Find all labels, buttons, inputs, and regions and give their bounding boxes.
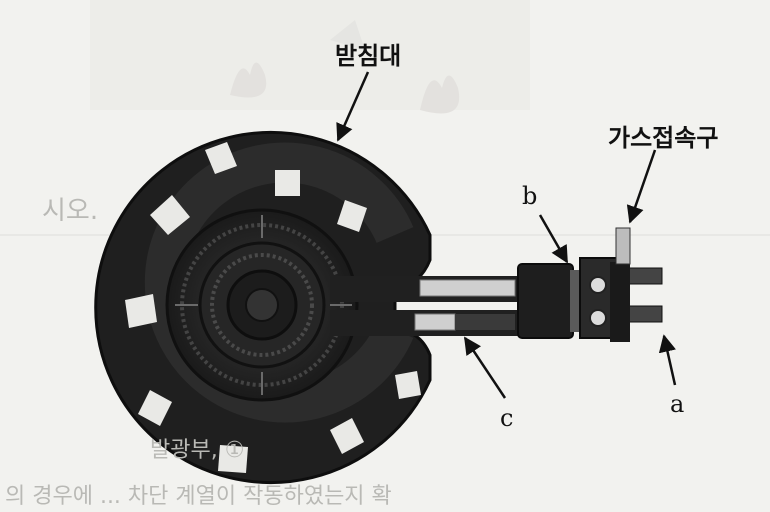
label-c: c bbox=[500, 404, 514, 432]
gas-pipes bbox=[330, 227, 663, 342]
gas-connector-arrow bbox=[626, 149, 657, 224]
label-stand: 받침대 bbox=[335, 42, 402, 70]
background-text-left: 시오. bbox=[42, 196, 99, 226]
annotation-arrows bbox=[336, 71, 677, 399]
c-arrow bbox=[463, 336, 507, 399]
burner-head bbox=[165, 208, 359, 402]
background-text-bottom: 의 경우에 ... 차단 계열이 작동하였는지 확 bbox=[5, 484, 392, 509]
label-a: a bbox=[670, 390, 685, 418]
stand-arrow bbox=[336, 71, 370, 142]
faded-background-illustration bbox=[0, 0, 770, 236]
a-arrow bbox=[658, 334, 677, 386]
label-b: b bbox=[522, 182, 538, 210]
label-gas-connector: 가스접속구 bbox=[608, 124, 719, 152]
background-text-lower: 발광부, ① bbox=[150, 438, 245, 463]
b-arrow bbox=[538, 214, 569, 264]
